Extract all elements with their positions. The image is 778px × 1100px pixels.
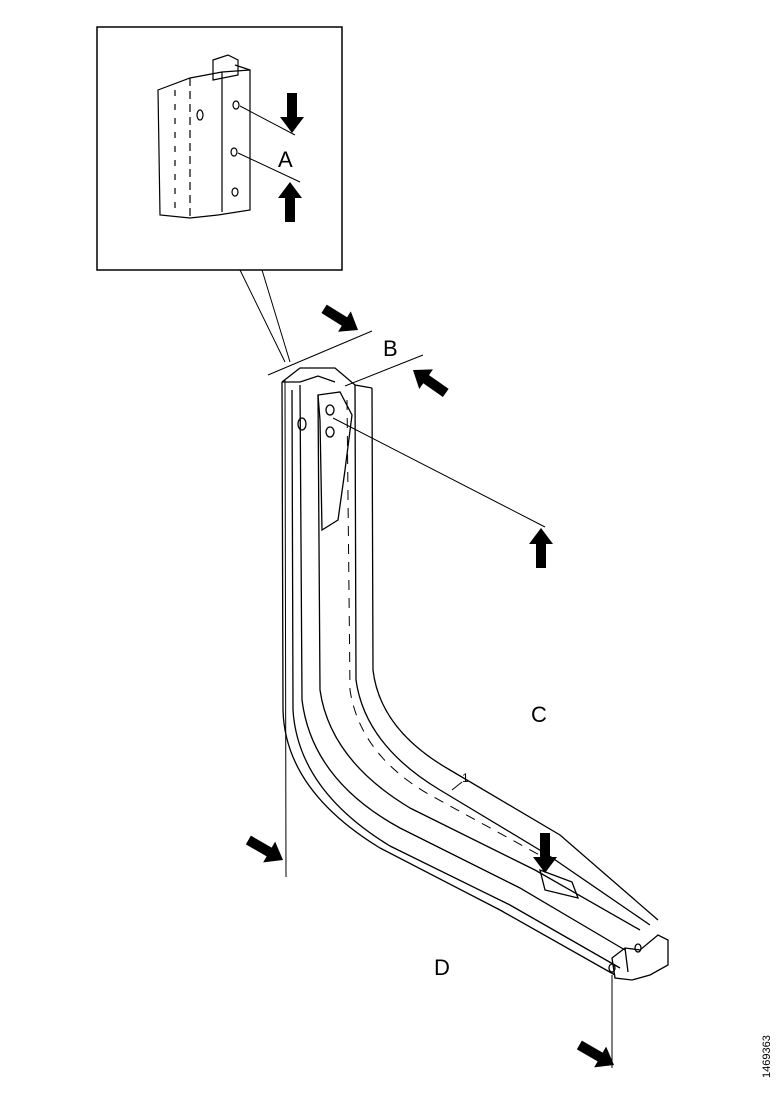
label-a: A: [278, 147, 293, 172]
arrow-c-up-icon: [529, 528, 553, 568]
dimension-lines: [267, 330, 613, 1068]
label-b: B: [383, 336, 398, 361]
detail-inset: A: [96, 26, 343, 363]
arrow-d-left-icon: [242, 829, 289, 871]
arrow-b-right-icon: [406, 360, 453, 403]
main-bracket: [281, 367, 669, 981]
arrow-up-icon: [278, 182, 302, 222]
reference-code: 1469363: [761, 1035, 773, 1078]
arrow-down-icon: [280, 93, 304, 133]
part-number: 1: [462, 771, 469, 785]
arrow-b-left-icon: [317, 298, 365, 341]
arrow-d-right-icon: [573, 1034, 620, 1076]
label-d: D: [434, 955, 450, 980]
detail-bracket: [157, 54, 301, 219]
label-c: C: [531, 702, 547, 727]
